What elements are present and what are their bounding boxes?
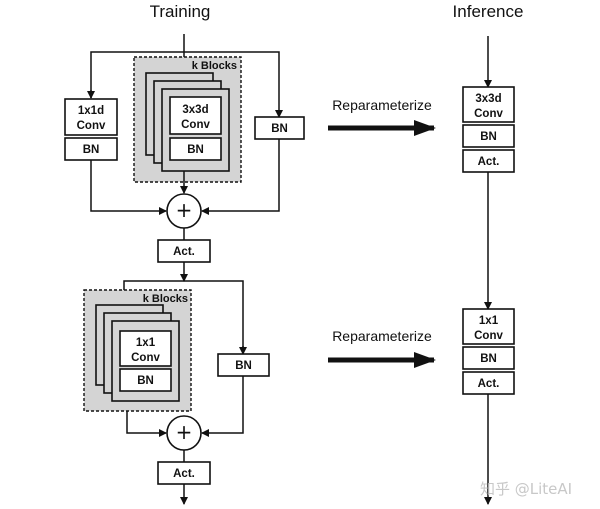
inference-conv-1x1-box bbox=[462, 308, 515, 345]
split-line bbox=[90, 51, 280, 116]
stage2-center-to-sum-arrow bbox=[126, 411, 167, 437]
bn-left-label: BN bbox=[83, 144, 100, 156]
training-stage-1: 1x1d Conv BN k Blocks 3x3d Conv BN BN + bbox=[64, 34, 305, 263]
conv-3x3d-box bbox=[169, 96, 222, 135]
conv-1x1-label-line1: 1x1 bbox=[136, 337, 156, 349]
center-k-blocks-group: k Blocks 3x3d Conv BN bbox=[133, 56, 242, 183]
inference-conv-3x3d-label-line1: 3x3d bbox=[475, 93, 501, 105]
inference-stage2-bn-label: BN bbox=[480, 353, 497, 365]
stage2-act-label: Act. bbox=[173, 468, 195, 480]
inference-conv-1x1-label-line1: 1x1 bbox=[479, 315, 499, 327]
stage2-k-blocks-label: k Blocks bbox=[143, 293, 188, 305]
inference-bn-box bbox=[462, 124, 515, 148]
inference-act-label: Act. bbox=[478, 156, 500, 168]
stage2-bn-right-label: BN bbox=[235, 360, 252, 372]
left-branch: 1x1d Conv BN bbox=[64, 98, 118, 161]
reparameterize-bottom: Reparameterize bbox=[328, 328, 436, 368]
act-label: Act. bbox=[173, 246, 195, 258]
inference-stage-2: 1x1 Conv BN Act. bbox=[462, 308, 515, 505]
inference-conv-3x3d-box bbox=[462, 86, 515, 123]
stage2-plus-icon: + bbox=[176, 420, 193, 444]
inference-conv-1x1-label-line2: Conv bbox=[474, 330, 503, 342]
bn-center-label: BN bbox=[187, 144, 204, 156]
conv-3x3d-label-line1: 3x3d bbox=[182, 104, 208, 116]
reparameterize-top: Reparameterize bbox=[328, 97, 436, 136]
right-to-sum-arrow bbox=[201, 139, 280, 215]
stage2-bn-center-box bbox=[119, 368, 172, 392]
plus-icon: + bbox=[176, 198, 193, 222]
conv-1x1-box bbox=[119, 330, 172, 367]
inference-title: Inference bbox=[453, 2, 524, 21]
left-to-sum-arrow bbox=[90, 160, 167, 215]
watermark: 知乎 @LiteAI bbox=[480, 480, 572, 498]
inference-bn-label: BN bbox=[480, 131, 497, 143]
conv-3x3d-label-line2: Conv bbox=[181, 119, 210, 131]
k-blocks-label: k Blocks bbox=[192, 60, 237, 72]
inference-stage2-bn-box bbox=[462, 346, 515, 370]
conv-1x1d-label-line1: 1x1d bbox=[78, 105, 104, 117]
conv-1x1-label-line2: Conv bbox=[131, 352, 160, 364]
stage2-bn-center-label: BN bbox=[137, 375, 154, 387]
inference-stage-1: 3x3d Conv BN Act. bbox=[462, 36, 515, 310]
training-title: Training bbox=[150, 2, 211, 21]
reparameterize-top-label: Reparameterize bbox=[332, 97, 432, 113]
training-stage-2: k Blocks 1x1 Conv BN BN + Act. bbox=[83, 262, 270, 505]
inference-stage2-act-label: Act. bbox=[478, 378, 500, 390]
bn-right-label: BN bbox=[271, 123, 288, 135]
stage2-split-line bbox=[123, 280, 244, 353]
stage2-k-blocks-group: k Blocks 1x1 Conv BN bbox=[83, 289, 192, 412]
reparameterize-bottom-label: Reparameterize bbox=[332, 328, 432, 344]
bn-center-box bbox=[169, 137, 222, 161]
stage2-right-to-sum-arrow bbox=[201, 376, 244, 437]
conv-1x1d-box bbox=[64, 98, 118, 136]
inference-conv-3x3d-label-line2: Conv bbox=[474, 108, 503, 120]
conv-1x1d-label-line2: Conv bbox=[77, 120, 106, 132]
